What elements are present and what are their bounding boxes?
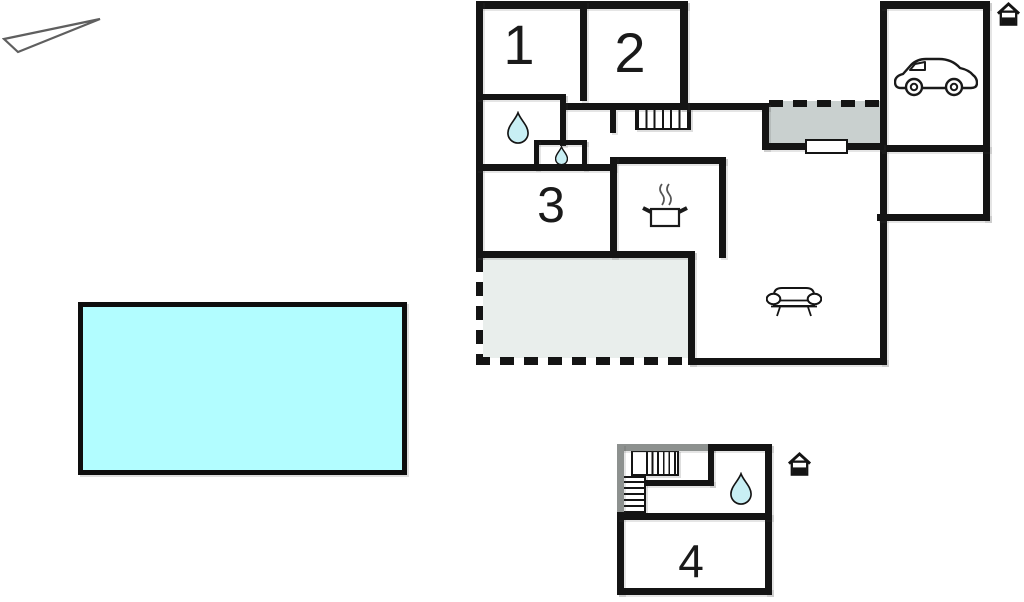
terrace-dashed-boundary-bottom	[476, 357, 688, 365]
annex-room4-top-wall	[617, 513, 772, 520]
room-3-label: 3	[537, 177, 565, 233]
stair-treads	[646, 452, 677, 474]
wall-garage-bottom	[877, 214, 990, 221]
room-4-label: 4	[678, 535, 704, 587]
water-drop-icon-bathroom	[507, 111, 529, 144]
house-roof	[996, 2, 1021, 15]
water-drop-shape	[555, 146, 568, 165]
annex-bath-wall-horizontal	[645, 480, 714, 486]
wall-living-bottom	[688, 358, 887, 365]
north-arrow-shape	[2, 17, 101, 54]
terrace-dashed-boundary-left	[476, 258, 483, 361]
wall-terrace-top	[476, 251, 695, 258]
wall-hall-stub	[610, 110, 616, 133]
annex-wall-top	[708, 444, 772, 451]
steam-line	[659, 183, 665, 206]
wall-kitchen-top	[610, 157, 726, 164]
wall-left	[476, 1, 483, 258]
wall-hall-top	[560, 103, 769, 110]
sofa-legs	[776, 306, 812, 317]
wall-kitchen-left	[610, 157, 617, 258]
house-level-fill	[1001, 17, 1016, 24]
water-drop-icon-annex-bath	[730, 472, 752, 505]
house-level-icon-annex	[787, 452, 812, 476]
annex-bath-wall-vertical	[708, 449, 714, 486]
house-level-fill	[792, 467, 807, 474]
porch-area	[769, 101, 880, 145]
wall-wc-top	[534, 140, 587, 145]
car-wheel	[944, 77, 964, 97]
room-2-label: 2	[614, 20, 646, 84]
cooking-pot-icon	[642, 183, 688, 228]
car-wheel	[904, 77, 924, 97]
annex-wall-top-gray	[617, 444, 714, 451]
pot-body	[649, 207, 681, 228]
sofa-armrest	[806, 292, 822, 306]
wall-bathroom-top	[476, 94, 566, 100]
terrace-area	[483, 258, 688, 358]
sofa-icon	[766, 287, 822, 317]
pot-handle	[678, 206, 688, 214]
porch-dashed-boundary	[769, 100, 880, 107]
wall-room3-top	[476, 164, 616, 171]
stairs-annex-lower-flight	[621, 476, 646, 513]
house-level-icon-main	[996, 2, 1021, 26]
wall-garage-divider	[880, 145, 990, 152]
wall-room1-room2-divider	[580, 1, 587, 101]
stairs-main	[635, 108, 691, 130]
annex-wall-left	[617, 512, 624, 595]
stair-treads	[637, 110, 689, 128]
annex-wall-left-gray	[617, 444, 624, 516]
wall-wc-right	[582, 140, 587, 170]
water-drop-icon-wc	[555, 146, 568, 165]
car-window	[909, 61, 926, 71]
stair-treads	[623, 481, 644, 511]
water-drop-shape	[730, 472, 752, 505]
house-roof	[787, 452, 812, 465]
pot-handle	[642, 206, 652, 214]
wall-porch-left	[762, 103, 769, 150]
annex-wall-bottom	[617, 588, 772, 595]
steam-line	[666, 183, 672, 206]
sofa-armrest	[766, 292, 782, 306]
water-drop-shape	[507, 111, 529, 144]
entrance-door	[805, 139, 848, 154]
swimming-pool	[78, 302, 407, 475]
car-icon	[894, 57, 978, 97]
wall-bathroom-right	[560, 94, 566, 146]
wall-garage-right	[983, 1, 990, 221]
car-wheel-hub	[909, 82, 919, 92]
wall-kitchen-right	[719, 157, 726, 258]
wall-room2-right	[680, 1, 688, 110]
stairs-annex-upper-flight	[631, 450, 679, 476]
wall-garage-top	[880, 1, 990, 9]
car-wheel-hub	[949, 82, 959, 92]
wall-wc-left	[534, 140, 539, 170]
room-1-label: 1	[503, 12, 535, 76]
north-arrow-icon	[2, 17, 101, 54]
wall-terrace-right	[688, 251, 695, 365]
wall-right-tall	[880, 1, 887, 365]
